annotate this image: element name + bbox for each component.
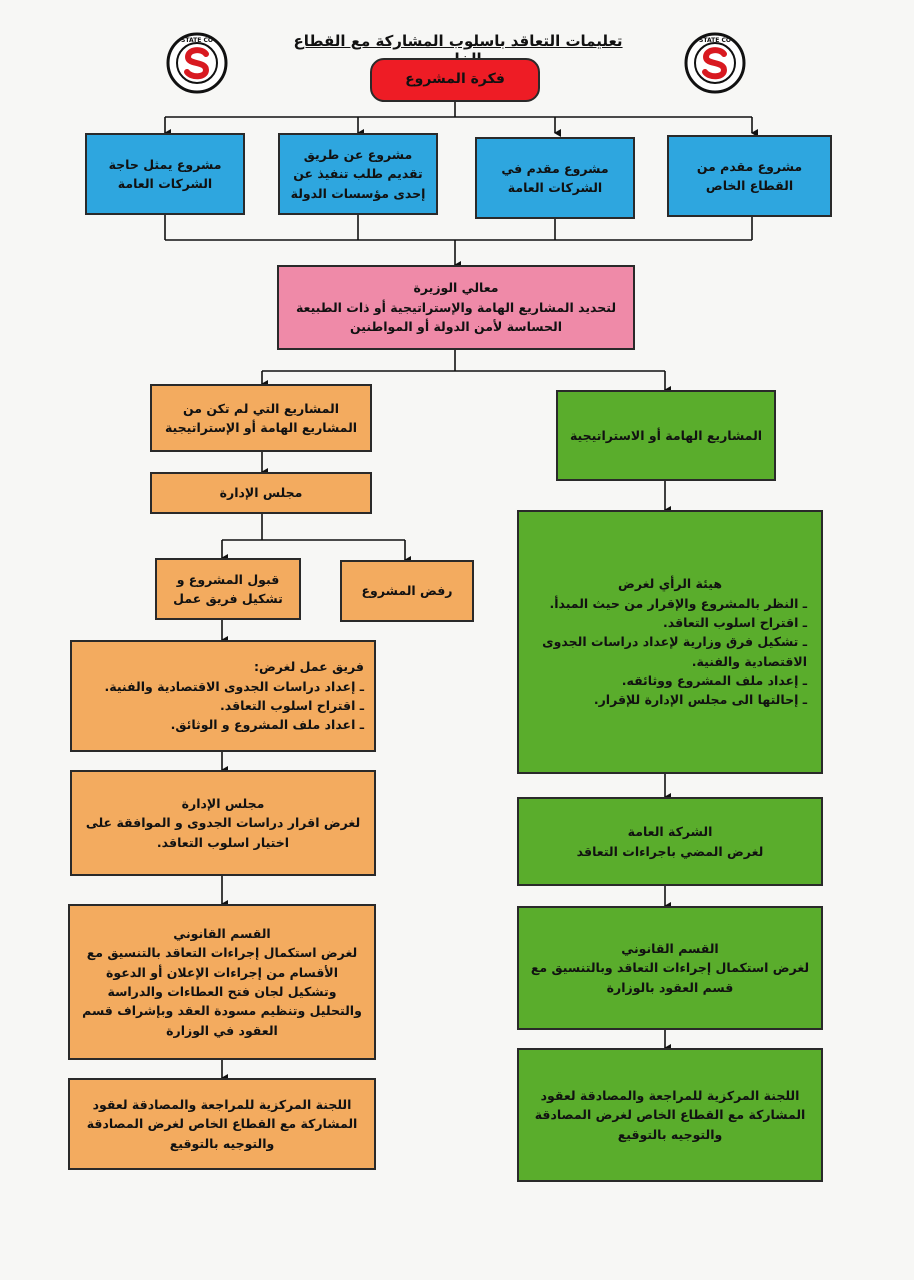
public-company-node: الشركة العامة لغرض المضي باجراءات التعاق…: [517, 797, 823, 886]
advisory-item: ـ النظر بالمشروع والإقرار من حيث المبدأ.: [549, 595, 807, 611]
source-public-companies-node: مشروع مقدم في الشركات العامة: [475, 137, 635, 219]
logo-text: STATE CO: [181, 37, 213, 44]
company-logo-icon: STATE CO: [684, 32, 746, 94]
accept-project-node: قبول المشروع و تشكيل فريق عمل: [155, 558, 301, 620]
advisory-item: ـ إحالتها الى مجلس الإدارة للإقرار.: [593, 692, 807, 708]
central-committee-right-node: اللجنة المركزية للمراجعة والمصادقة لعقود…: [517, 1048, 823, 1182]
legal-dept-right-node: القسم القانوني لغرض استكمال إجراءات التع…: [517, 906, 823, 1030]
minister-node: معالي الوزيرة لتحديد المشاريع الهامة وال…: [277, 265, 635, 350]
advisory-body-title: هيئة الرأي لغرض: [618, 576, 722, 592]
legal-dept-right-title: القسم القانوني: [621, 940, 719, 956]
work-team-item: ـ اعداد ملف المشروع و الوثائق.: [170, 717, 364, 733]
board-approval-title: مجلس الإدارة: [181, 795, 265, 811]
legal-dept-left-node: القسم القانوني لغرض استكمال إجراءات التع…: [68, 904, 376, 1060]
company-logo-icon: STATE CO: [166, 32, 228, 94]
work-team-node: فريق عمل لغرض: ـ إعداد دراسات الجدوى الا…: [70, 640, 376, 752]
board-approval-text: لغرض اقرار دراسات الجدوى و الموافقة على …: [85, 815, 361, 850]
source-state-request-node: مشروع عن طريق تقديم طلب تنفيذ عن إحدى مؤ…: [278, 133, 438, 215]
legal-dept-right-text: لغرض استكمال إجراءات التعاقد وبالتنسيق م…: [530, 960, 810, 995]
minister-title: معالي الوزيرة: [413, 280, 499, 296]
project-idea-node: فكرة المشروع: [370, 58, 540, 102]
source-need-node: مشروع يمثل حاجة الشركات العامة: [85, 133, 245, 215]
advisory-item: ـ إعداد ملف المشروع ووثائقه.: [621, 673, 807, 689]
central-committee-left-node: اللجنة المركزية للمراجعة والمصادقة لعقود…: [68, 1078, 376, 1170]
advisory-item: ـ تشكيل فرق وزارية لإعداد دراسات الجدوى …: [542, 634, 807, 669]
reject-project-node: رفض المشروع: [340, 560, 474, 622]
non-strategic-projects-node: المشاريع التي لم تكن من المشاريع الهامة …: [150, 384, 372, 452]
logo-text: STATE CO: [699, 37, 731, 44]
strategic-projects-node: المشاريع الهامة أو الاستراتيجية: [556, 390, 776, 481]
minister-text: لتحديد المشاريع الهامة والإستراتيجية أو …: [295, 299, 617, 335]
work-team-item: ـ اقتراح اسلوب التعاقد.: [219, 698, 364, 713]
work-team-title: فريق عمل لغرض:: [253, 659, 364, 675]
board-approval-node: مجلس الإدارة لغرض اقرار دراسات الجدوى و …: [70, 770, 376, 876]
public-company-title: الشركة العامة: [627, 824, 713, 840]
advisory-body-node: هيئة الرأي لغرض ـ النظر بالمشروع والإقرا…: [517, 510, 823, 774]
board-node: مجلس الإدارة: [150, 472, 372, 514]
public-company-text: لغرض المضي باجراءات التعاقد: [576, 843, 764, 859]
source-private-node: مشروع مقدم من القطاع الخاص: [667, 135, 832, 217]
work-team-item: ـ إعداد دراسات الجدوى الاقتصادية والفنية…: [104, 678, 364, 694]
legal-dept-left-title: القسم القانوني: [173, 925, 271, 941]
advisory-item: ـ اقتراح اسلوب التعاقد.: [662, 614, 807, 630]
legal-dept-left-text: لغرض استكمال إجراءات التعاقد بالتنسيق مع…: [82, 945, 362, 1038]
